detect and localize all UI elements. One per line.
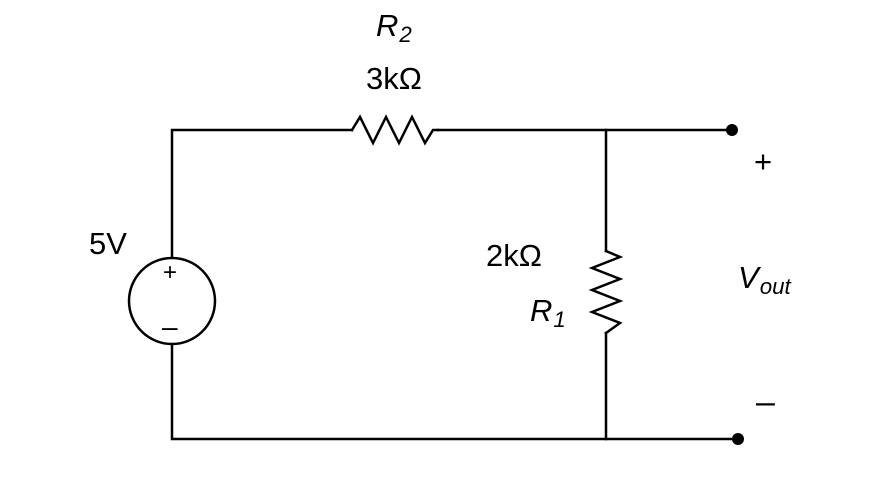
- r1-subscript: 1: [553, 307, 566, 333]
- r2-name: R: [376, 8, 399, 43]
- voltage-source-circle: [127, 256, 217, 346]
- bottom-wire: [170, 342, 740, 441]
- source-plus-sign: +: [163, 259, 178, 286]
- r1-name: R: [530, 293, 553, 328]
- output-minus-sign: –: [756, 383, 775, 421]
- r2-resistor-symbol: [350, 114, 440, 146]
- output-terminal-negative: [732, 433, 744, 445]
- output-terminal-positive: [726, 124, 738, 136]
- voltage-source: [127, 256, 217, 346]
- r2-label: R2: [376, 8, 412, 46]
- source-minus-sign: –: [162, 311, 178, 342]
- r1-resistor-symbol: [588, 249, 624, 335]
- r2-value: 3kΩ: [366, 61, 422, 96]
- output-voltage-label: Vout: [738, 260, 791, 298]
- source-voltage-label: 5V: [89, 226, 127, 261]
- top-left-wire: [170, 128, 354, 260]
- wires: [170, 128, 740, 441]
- r1-value: 2kΩ: [486, 238, 542, 273]
- output-plus-sign: +: [754, 144, 773, 179]
- r2-subscript: 2: [399, 22, 412, 48]
- r1-label: R1: [530, 293, 566, 331]
- output-voltage-subscript: out: [759, 274, 791, 300]
- output-voltage-name: V: [738, 260, 759, 295]
